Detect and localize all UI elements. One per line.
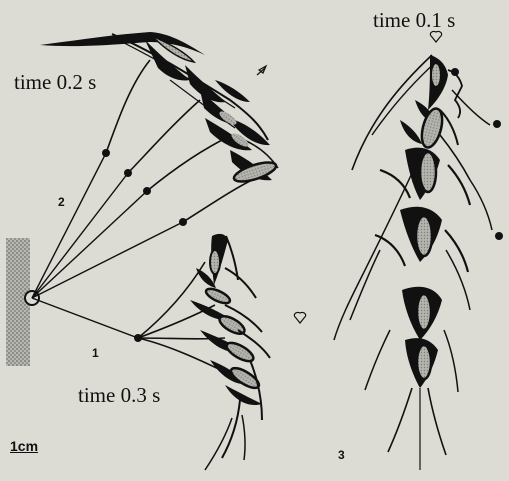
arrow-marker-upper — [257, 66, 266, 75]
shoot-lower — [190, 234, 270, 470]
arrow-marker-right — [430, 31, 441, 42]
time-label-b: time 0.2 s — [14, 70, 96, 95]
shoot-right — [334, 55, 503, 470]
panel-label-2: 2 — [58, 195, 65, 209]
fan-nodes — [102, 149, 187, 342]
arrow-marker-lower — [294, 312, 305, 323]
shoot-upper — [40, 32, 278, 185]
time-label-c: time 0.3 s — [78, 383, 160, 408]
panel-label-3: 3 — [338, 448, 345, 462]
panel-label-1: 1 — [92, 346, 99, 360]
time-label-a: time 0.1 s — [373, 8, 455, 33]
scale-bar-label: 1cm — [10, 438, 38, 454]
